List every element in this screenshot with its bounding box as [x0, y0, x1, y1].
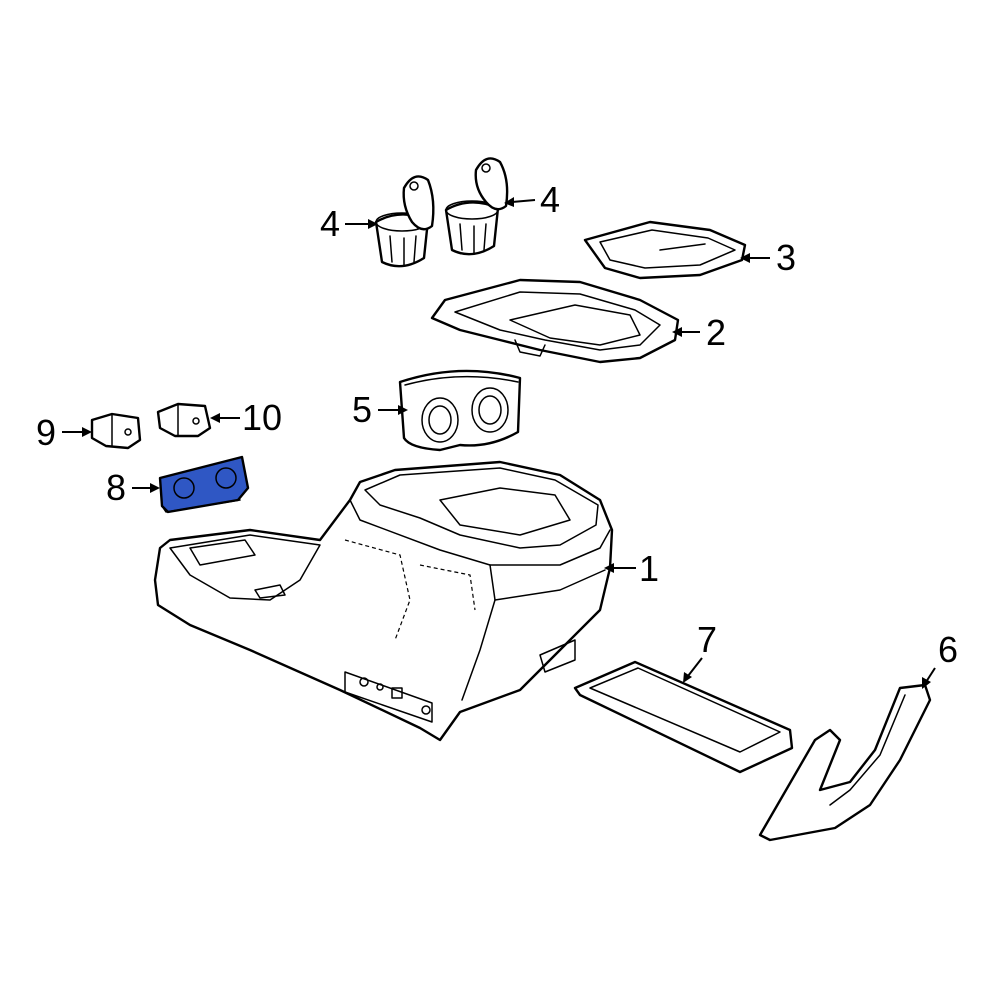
part-5-dual-cup-holder[interactable] [398, 369, 522, 452]
part-4-cup-insert-right[interactable] [444, 157, 509, 256]
callout-1: 1 [639, 548, 659, 589]
callout-10: 10 [242, 397, 282, 438]
part-8-switch-panel[interactable] [158, 455, 250, 514]
callout-7: 7 [697, 619, 717, 660]
part-1-console[interactable] [153, 460, 614, 742]
part-4-cup-insert-left[interactable] [374, 175, 435, 268]
part-8-highlight-fill [158, 455, 250, 514]
callout-2: 2 [706, 312, 726, 353]
callout-4-right: 4 [540, 179, 560, 220]
callout-3: 3 [776, 237, 796, 278]
part-2-console-top-frame[interactable] [430, 278, 680, 364]
callout-5: 5 [352, 389, 372, 430]
callout-9: 9 [36, 412, 56, 453]
callout-4-left: 4 [320, 203, 340, 244]
part-10-switch[interactable] [156, 402, 212, 438]
part-7-tray-liner[interactable] [573, 660, 794, 774]
part-6-trim-panel[interactable] [758, 683, 932, 842]
callout-8: 8 [106, 467, 126, 508]
part-9-switch[interactable] [90, 412, 142, 450]
callout-6: 6 [938, 629, 958, 670]
leader-lines [62, 197, 936, 689]
part-3-tray[interactable] [583, 220, 747, 280]
